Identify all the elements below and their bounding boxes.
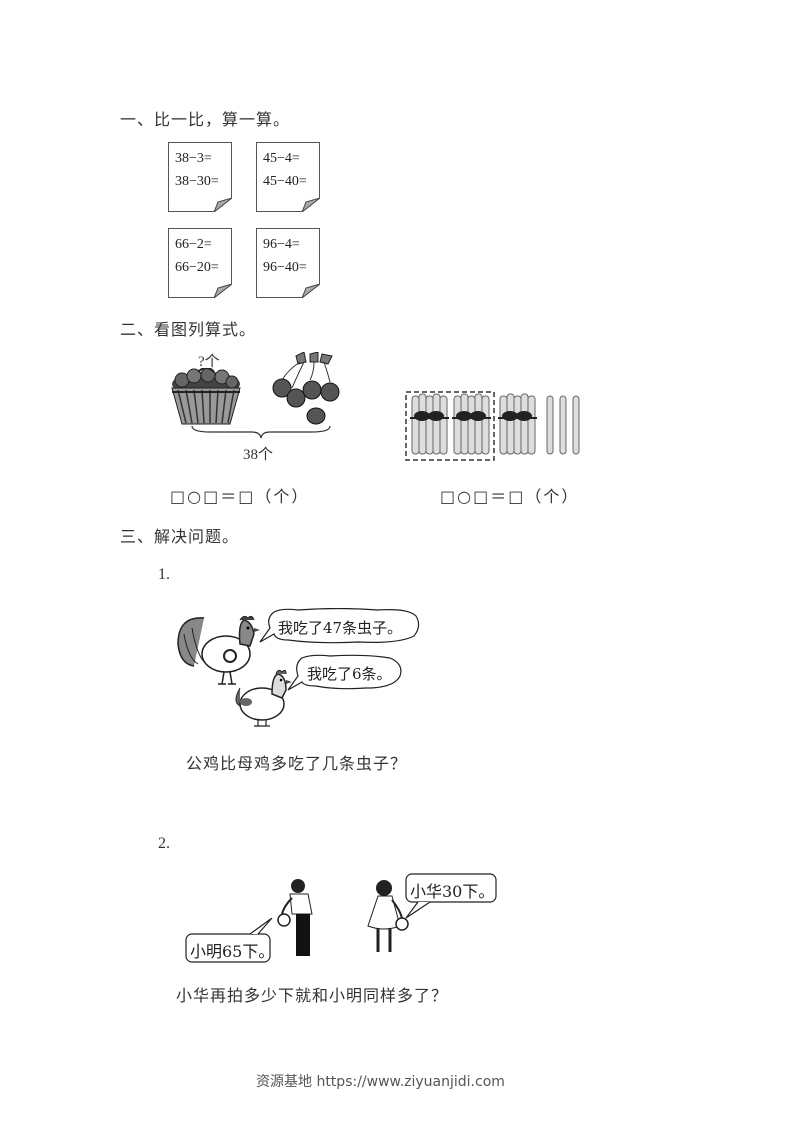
total-count-label: 38个 — [243, 447, 274, 463]
folded-corner-icon — [302, 284, 320, 298]
equation: 96−4= — [263, 237, 300, 252]
equation: 96−40= — [263, 260, 307, 275]
boy-bouncing-ball-image — [277, 879, 313, 956]
rooster-image — [177, 615, 260, 685]
speech-bubble-xiaohua — [405, 873, 497, 919]
problem-2-question: 小华再拍多少下就和小明同样多了？ — [176, 986, 449, 1005]
strawberry-basket-image — [171, 368, 241, 425]
folded-corner-icon — [214, 284, 232, 298]
equation: 38−3= — [175, 151, 212, 166]
note-card-4: 96−4= 96−40= — [256, 228, 320, 298]
stick-bundles-image — [405, 391, 580, 461]
strawberries-image — [272, 352, 340, 425]
section-1-heading: 一、比一比，算一算。 — [120, 110, 291, 129]
problem-2-number: 2. — [158, 835, 170, 852]
folded-corner-icon — [302, 198, 320, 212]
formula-left: □○□＝□（个） — [170, 487, 310, 506]
rooster-speech-text: 我吃了47条虫子。 — [278, 619, 403, 637]
section-3-heading: 三、解决问题。 — [120, 527, 240, 546]
equation: 45−4= — [263, 151, 300, 166]
unknown-count-label: ?个 — [198, 354, 220, 370]
problem-1-question: 公鸡比母鸡多吃了几条虫子？ — [186, 754, 408, 773]
note-card-3: 66−2= 66−20= — [168, 228, 232, 298]
hen-speech-text: 我吃了6条。 — [307, 665, 392, 683]
footer-watermark: 资源基地 https://www.ziyuanjidi.com — [256, 1074, 505, 1090]
girl-bouncing-ball-image — [367, 880, 409, 952]
formula-right: □○□＝□（个） — [440, 487, 580, 506]
folded-corner-icon — [214, 198, 232, 212]
speech-bubble-xiaoming — [185, 918, 273, 963]
equation: 45−40= — [263, 174, 307, 189]
total-brace — [191, 425, 331, 439]
note-card-2: 45−4= 45−40= — [256, 142, 320, 212]
xiaohua-speech-text: 小华30下。 — [410, 882, 495, 901]
problem-1-number: 1. — [158, 566, 170, 583]
equation: 66−2= — [175, 237, 212, 252]
note-card-1: 38−3= 38−30= — [168, 142, 232, 212]
speech-bubble-hen — [287, 654, 402, 691]
speech-bubble-rooster — [259, 608, 420, 644]
equation: 38−30= — [175, 174, 219, 189]
xiaoming-speech-text: 小明65下。 — [190, 942, 275, 961]
equation: 66−20= — [175, 260, 219, 275]
section-2-heading: 二、看图列算式。 — [120, 320, 257, 339]
hen-image — [235, 669, 292, 727]
